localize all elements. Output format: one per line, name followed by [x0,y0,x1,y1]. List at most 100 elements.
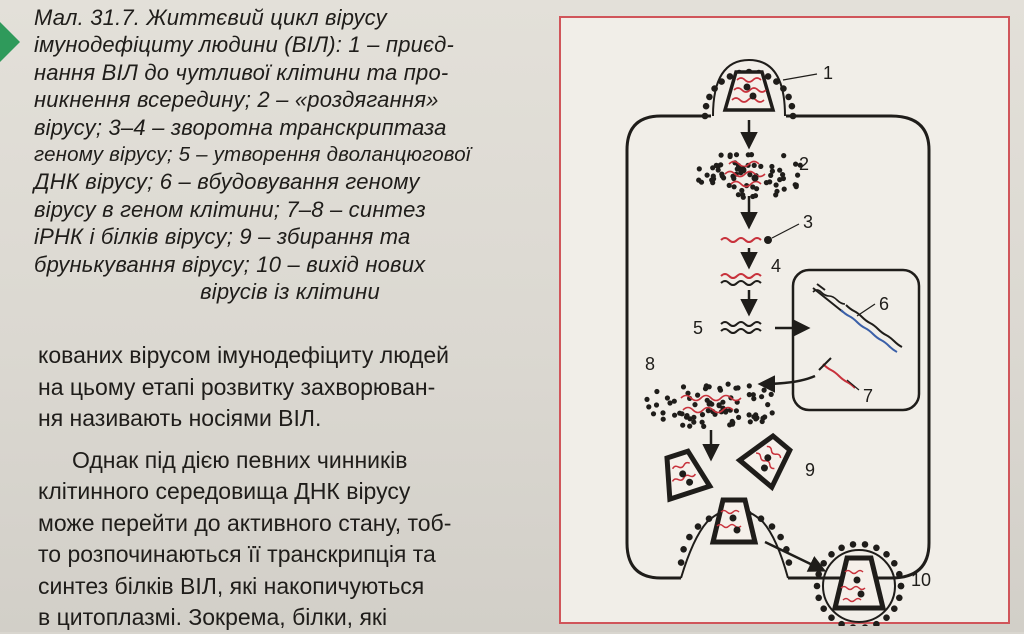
protein-dot [759,394,765,400]
virus-entering [701,58,797,120]
protein-dot [650,411,657,417]
body-paragraphs: кованих вірусом імунодефіциту людей на ц… [38,340,538,634]
protein-dot [677,559,685,566]
protein-dot [850,624,856,626]
protein-dot [733,385,739,391]
protein-dot [797,162,803,168]
rna-dna-hybrid [720,273,762,286]
protein-dot [706,93,713,101]
protein-dot [654,388,660,395]
protein-dot [691,419,697,425]
protein-dot [777,167,783,173]
protein-dot [781,186,787,192]
protein-dot [716,402,722,408]
protein-dot [701,423,707,429]
protein-dot [777,177,783,183]
protein-dot [691,414,697,420]
arrow [757,374,816,393]
protein-dot [680,546,687,553]
stage-label-7: 7 [863,386,873,406]
caption-line: нання ВІЛ до чутливої клітини та про- [34,59,449,85]
caption-line: імунодефіциту людини (ВІЛ): 1 – приєд- [34,32,455,58]
protein-dot [723,409,729,415]
label-leader [782,73,818,81]
protein-dot [660,416,666,422]
protein-dot [715,167,721,173]
protein-dot [671,398,677,404]
virus-assembling [664,432,793,503]
protein-dot [717,385,723,391]
protein-synthesis [644,381,775,429]
protein-dot [696,177,702,183]
protein-dot [733,408,739,414]
protein-dot [785,93,792,101]
protein-dot [883,614,890,621]
protein-dot [653,402,660,408]
protein-dot [704,172,710,178]
protein-dot [769,410,775,416]
protein-dot [740,194,746,200]
stage-label-3: 3 [803,212,813,232]
protein-dot [780,172,786,178]
protein-dot [769,168,775,174]
protein-dot [726,73,734,80]
body-line: клітинного середовища ДНК вірусу [38,478,411,504]
protein-dot [746,392,752,398]
protein-dot [739,187,745,194]
stage-label-2: 2 [799,154,809,174]
protein-dot [896,594,903,602]
protein-dot [680,384,687,390]
protein-dot [838,544,845,552]
protein-dot [699,419,705,425]
protein-dot [758,163,764,169]
protein-dot [751,162,757,168]
protein-dot [849,541,857,548]
protein-dot [710,173,716,179]
protein-dot [667,400,673,406]
protein-dot [769,163,775,170]
protein-dot [687,423,693,429]
hiv-lifecycle-figure: 1 2 3 4 5 6 7 8 9 10 [559,16,1010,626]
protein-dot [695,392,701,398]
body-line: кованих вірусом імунодефіциту людей [38,342,450,368]
protein-dot [763,180,769,186]
integrated-genome [812,283,903,353]
protein-dot [729,421,736,427]
protein-dot [731,175,737,182]
protein-dot [781,153,787,159]
protein-dot [718,78,725,85]
protein-dot [735,192,741,198]
stage-label-10: 10 [911,570,931,590]
protein-dot [686,533,693,541]
nucleus [791,268,921,412]
section-marker-icon [0,22,20,62]
protein-dot [747,419,753,425]
body-line: синтез білків ВІЛ, які накопичуються [38,572,425,599]
protein-dot [719,173,725,179]
protein-dot [694,523,702,530]
virus-uncoating [696,152,803,200]
protein-dot [736,414,742,420]
protein-dot [713,162,719,168]
protein-dot [768,523,776,530]
protein-dot [765,402,771,408]
virus-budding [677,497,793,579]
stage-label-4: 4 [771,256,781,276]
label-leader [846,379,860,391]
protein-dot [883,551,890,558]
protein-dot [768,172,774,178]
protein-dot [862,624,868,626]
protein-dot [705,515,713,522]
protein-dot [873,620,880,626]
protein-dot [891,605,898,612]
protein-dot [813,582,821,590]
protein-dot [664,395,670,401]
protein-dot [685,390,691,396]
protein-dot [785,559,793,566]
protein-dot [701,112,709,120]
virus-released [813,541,905,626]
protein-dot [711,85,718,92]
protein-dot [707,400,713,406]
label-leader [856,303,876,317]
